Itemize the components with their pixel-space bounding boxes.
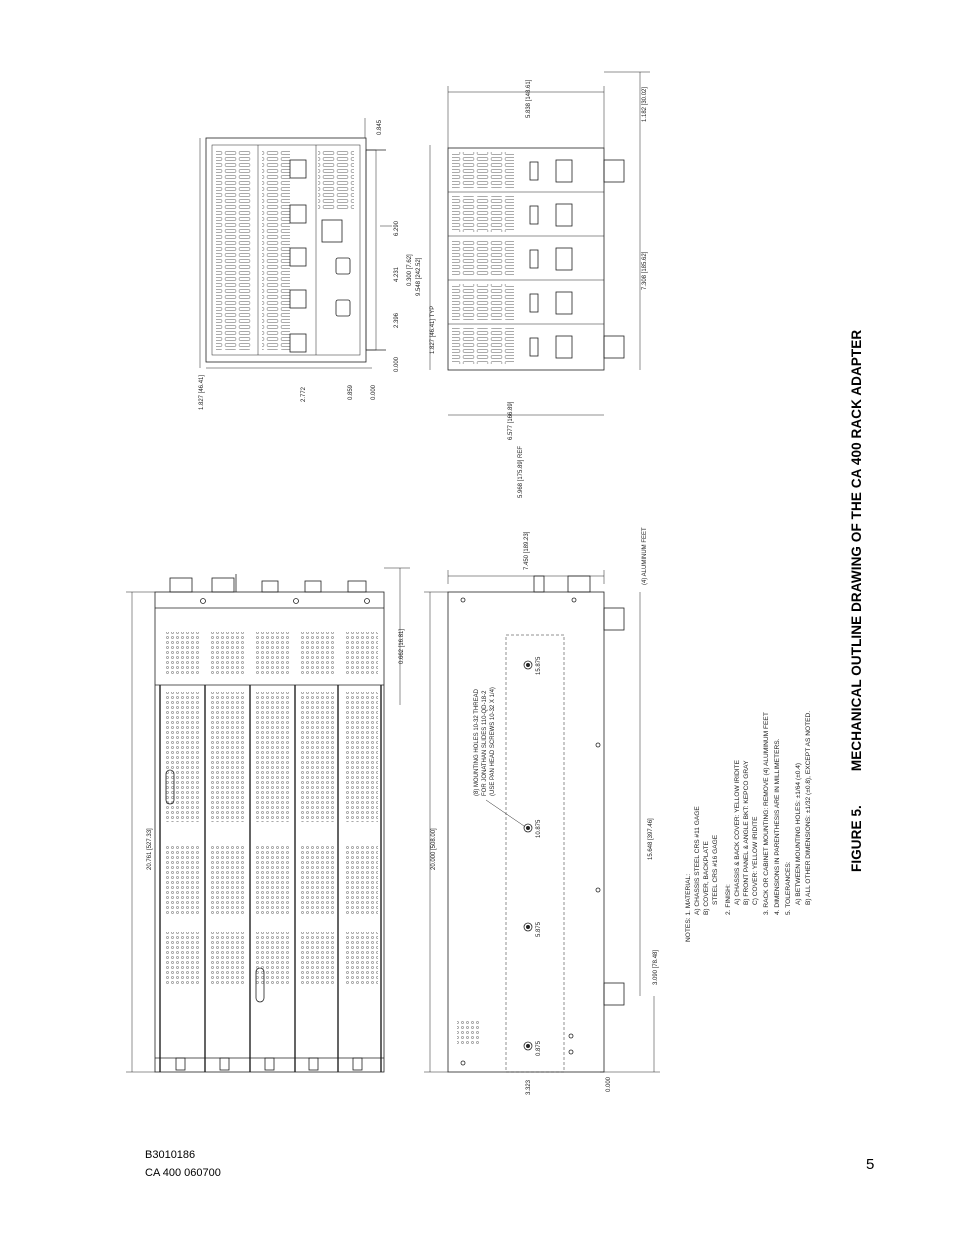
dim-rear-offset: 0.662 [16.81] [399, 629, 405, 664]
dim-side-length: 20.000 [508.00] [431, 828, 437, 870]
rear-vertical-label: 2.396 [394, 312, 400, 328]
note-line: 5. TOLERANCES: [785, 861, 792, 915]
document-revision: CA 400 060700 [145, 1167, 221, 1179]
figure-caption: FIGURE 5. MECHANICAL OUTLINE DRAWING OF T… [849, 329, 869, 872]
side-view-dimensions: 20.000 [508.00] 7.450 [189.23] 15.648 [3… [431, 527, 659, 1095]
rear-left-label: 2.772 [301, 386, 307, 402]
side-view [424, 570, 660, 1073]
rear-vertical-label: 4.231 [394, 266, 400, 282]
figure-title: MECHANICAL OUTLINE DRAWING OF THE CA 400… [849, 329, 864, 772]
mounting-callout-line: (8) MOUNTING HOLES 10-32 THREAD [474, 688, 480, 796]
hole-label: 5.875 [536, 921, 542, 937]
hole-label: 0.875 [536, 1040, 542, 1056]
note-line: A) CHASSIS STEEL CRS #11 GAGE [694, 806, 701, 915]
figure-label: FIGURE 5. [849, 805, 864, 872]
dim-front-top-right: 1.182 [30.02] [642, 87, 648, 122]
hole-label: 10.875 [536, 819, 542, 838]
dim-overall-length: 20.761 [527.33] [147, 828, 153, 870]
note-line: B) FRONT PANEL & ANGLE BKT: KEPCO GRAY [743, 760, 750, 905]
note-line: STEEL CRS #16 GAGE [712, 834, 719, 905]
note-line: C) COVER: YELLOW IRIDITE [752, 816, 759, 905]
note-line: A) BETWEEN MOUNTING HOLES: ±1/64 (±0.4) [795, 763, 802, 905]
note-line: NOTES: 1. MATERIAL: [685, 874, 692, 942]
drawing-notes: NOTES: 1. MATERIAL: A) CHASSIS STEEL CRS… [685, 711, 812, 942]
rear-center-label: 1.827 [46.41] TYP [430, 306, 436, 354]
note-line: 3. RACK OR CABINET MOUNTING: REMOVE (4) … [763, 712, 770, 915]
dim-front-top: 5.838 [148.61] [526, 79, 532, 118]
dim-hole-first: 3.090 [78.48] [653, 950, 659, 985]
rear-center-label: 0.300 [7.62] [407, 254, 413, 286]
dim-front-width: 6.577 [166.89] [508, 401, 514, 440]
page-footer: B3010186 CA 400 060700 [145, 1146, 221, 1182]
top-view-dimensions: 20.761 [527.33] 0.662 [16.81] [147, 629, 405, 870]
note-line: 2. FINISH: [725, 884, 732, 915]
rear-vertical-label: 0.000 [394, 356, 400, 372]
rear-vertical-label: 6.290 [394, 220, 400, 236]
mounting-callout-line: FOR JONATHAN SLIDES 110-QD-18-2 [482, 690, 488, 796]
note-line: 4. DIMENSIONS IN PARENTHESIS ARE IN MILL… [774, 738, 781, 915]
rear-center-label: 9.548 [242.52] [416, 257, 422, 296]
document-number: B3010186 [145, 1149, 196, 1161]
rear-left-label: 0.859 [348, 384, 354, 400]
page-number: 5 [866, 1156, 875, 1173]
hole-label: 15.875 [536, 656, 542, 675]
dim-zero: 0.000 [606, 1076, 612, 1092]
front-view-dimensions: 5.838 [148.61] 1.182 [30.02] 6.577 [166.… [508, 79, 648, 498]
top-view [126, 567, 410, 1073]
rear-view [199, 118, 392, 369]
dim-front-right: 7.308 [185.62] [642, 251, 648, 290]
dim-side-height: 7.450 [189.23] [524, 531, 530, 570]
dim-rear-top: 1.827 [46.41] [199, 375, 205, 410]
dim-front-ref: 5.968 [175.89] REF [518, 446, 524, 498]
front-view [429, 71, 650, 416]
note-line: B) ALL OTHER DIMENSIONS: ±1/32 (±0.8), E… [805, 711, 812, 905]
dim-hole-span: 15.648 [397.46] [648, 818, 654, 860]
rear-left-label: 0.000 [371, 384, 377, 400]
note-line: A) CHASSIS & BACK COVER: YELLOW IRIDITE [734, 759, 741, 905]
dim-rear-right: 0.845 [377, 119, 383, 135]
mounting-callout-line: (USE PAN HEAD SCREWS 10-32 X 1/4) [490, 687, 496, 796]
feet-label: (4) ALUMINUM FEET [642, 527, 648, 585]
note-line: B) COVER, BACKPLATE [703, 841, 710, 915]
dim-left-offset: 3.323 [526, 1079, 532, 1095]
rear-view-dimensions: 1.827 [46.41] 0.845 2.772 0.859 0.000 6.… [199, 119, 436, 410]
